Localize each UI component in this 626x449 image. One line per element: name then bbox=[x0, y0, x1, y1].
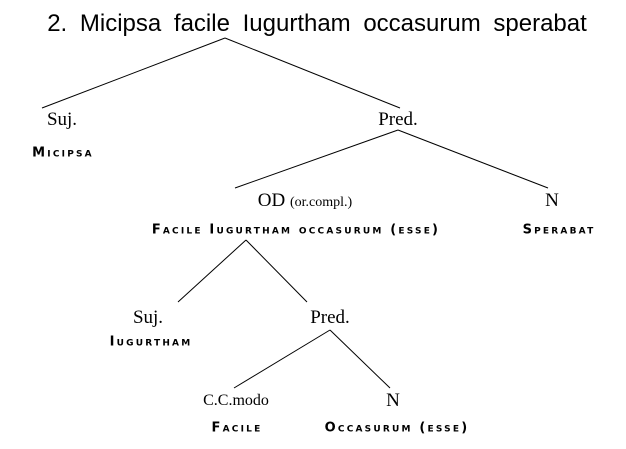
branch-od-pred bbox=[245, 239, 308, 303]
word-facile: Facile bbox=[211, 420, 263, 436]
node-suj: Suj. bbox=[46, 109, 78, 130]
node-od-label: OD bbox=[257, 190, 286, 211]
node-n: N bbox=[545, 190, 559, 211]
node-pred-2: Pred. bbox=[310, 307, 350, 328]
node-ccmodo: C.C.modo bbox=[203, 392, 269, 409]
branch-pred-n bbox=[397, 129, 549, 189]
branch-pred2-ccmodo bbox=[233, 329, 331, 389]
word-od-phrase: Facile Iugurtham occasurum (esse) bbox=[151, 222, 441, 238]
word-iugurtham: Iugurtham bbox=[109, 334, 193, 350]
branch-pred2-n bbox=[329, 329, 391, 389]
word-sperabat: Sperabat bbox=[522, 222, 596, 238]
branch-root-pred bbox=[224, 37, 401, 109]
node-suj-2: Suj. bbox=[132, 307, 164, 328]
node-od-note: (or.compl.) bbox=[289, 195, 353, 210]
word-occasurum: Occasurum (esse) bbox=[324, 420, 470, 436]
node-od: OD (or.compl.) bbox=[258, 190, 352, 212]
branch-pred-od bbox=[234, 129, 399, 189]
node-pred: Pred. bbox=[378, 109, 418, 130]
branch-root-suj bbox=[41, 37, 226, 109]
node-n-2: N bbox=[386, 390, 400, 411]
word-micipsa: Micipsa bbox=[32, 145, 94, 161]
diagram-title: 2. Micipsa facile Iugurtham occasurum sp… bbox=[47, 10, 587, 37]
branch-od-suj bbox=[177, 239, 247, 303]
